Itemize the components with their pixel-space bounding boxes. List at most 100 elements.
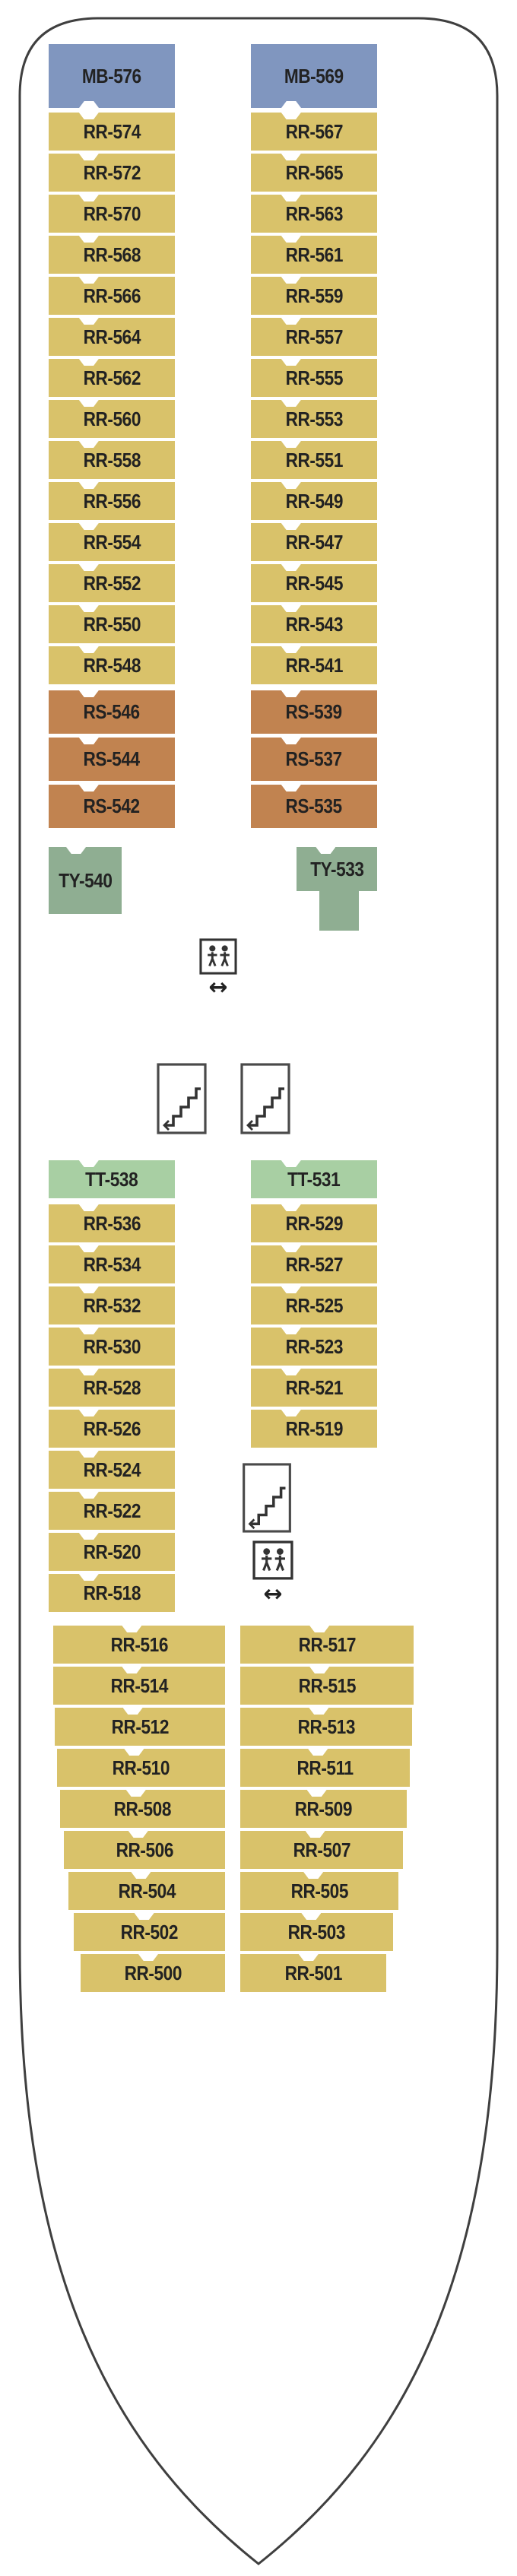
cabin-door-notch <box>281 154 301 160</box>
cabin-door-notch <box>78 605 99 612</box>
cabin-label: RR-518 <box>83 1581 141 1604</box>
cabin-door-notch <box>128 1831 148 1838</box>
cabin-door-notch <box>281 318 301 325</box>
cabin-label: RR-557 <box>285 325 343 348</box>
cabin-door-notch <box>281 1204 301 1211</box>
cabin-door-notch <box>281 400 301 407</box>
cabin-RR-503: RR-503 <box>240 1913 393 1951</box>
cabin-label: RR-501 <box>284 1961 342 1984</box>
cabin-RR-551: RR-551 <box>251 441 377 479</box>
cabin-RS-544: RS-544 <box>49 738 175 781</box>
cabin-RR-543: RR-543 <box>251 605 377 643</box>
cabin-door-notch <box>309 1708 329 1715</box>
cabin-label: RR-510 <box>112 1756 170 1779</box>
cabin-door-notch <box>78 113 99 119</box>
cabin-label: MB-576 <box>82 64 141 87</box>
cabin-RR-564: RR-564 <box>49 318 175 356</box>
double-arrow-icon: ↔ <box>208 974 228 1001</box>
cabin-RR-505: RR-505 <box>240 1872 398 1910</box>
cabin-RR-529: RR-529 <box>251 1204 377 1242</box>
cabin-door-notch <box>78 482 99 489</box>
cabin-RR-522: RR-522 <box>49 1492 175 1530</box>
cabin-label: RR-506 <box>116 1838 173 1861</box>
cabin-label: TT-531 <box>287 1167 341 1191</box>
cabin-door-notch <box>78 195 99 201</box>
cabin-RR-528: RR-528 <box>49 1369 175 1407</box>
cabin-label: RR-508 <box>113 1797 172 1820</box>
cabin-door-notch <box>78 1160 99 1167</box>
cabin-door-notch <box>78 1286 99 1293</box>
cabin-label: RR-507 <box>293 1838 350 1861</box>
cabin-RR-507: RR-507 <box>240 1831 403 1869</box>
cabin-label: TT-538 <box>85 1167 138 1191</box>
elevator-icon <box>252 1540 293 1580</box>
cabin-label: RR-552 <box>83 571 141 595</box>
cabin-RR-545: RR-545 <box>251 564 377 602</box>
cabin-RR-521: RR-521 <box>251 1369 377 1407</box>
cabin-RR-567: RR-567 <box>251 113 377 151</box>
stairs-icon <box>240 1063 290 1134</box>
cabin-RR-541: RR-541 <box>251 646 377 684</box>
cabin-label: RR-530 <box>83 1334 141 1358</box>
cabin-label: RR-561 <box>285 243 343 266</box>
cabin-RR-562: RR-562 <box>49 359 175 397</box>
cabin-RR-547: RR-547 <box>251 523 377 561</box>
cabin-RR-524: RR-524 <box>49 1451 175 1489</box>
cabin-door-notch <box>78 1369 99 1375</box>
stairs-icon <box>157 1063 207 1134</box>
cabin-door-notch <box>281 785 301 792</box>
cabin-door-notch <box>281 523 301 530</box>
cabin-RR-570: RR-570 <box>49 195 175 233</box>
cabin-door-notch <box>281 441 301 448</box>
cabin-label: RR-559 <box>285 284 343 307</box>
cabin-label: RR-551 <box>285 448 343 471</box>
cabin-RR-511: RR-511 <box>240 1749 410 1787</box>
cabin-label: RR-553 <box>285 407 343 430</box>
cabin-door-notch <box>281 101 301 108</box>
cabin-door-notch <box>78 738 99 744</box>
cabin-door-notch <box>138 1954 158 1961</box>
cabin-label: RR-536 <box>83 1211 141 1235</box>
cabin-door-notch <box>78 359 99 366</box>
cabin-RR-560: RR-560 <box>49 400 175 438</box>
cabin-door-notch <box>78 785 99 792</box>
cabin-label: RR-528 <box>83 1375 141 1399</box>
cabin-label: RR-560 <box>83 407 141 430</box>
cabin-RR-532: RR-532 <box>49 1286 175 1324</box>
cabin-RS-542: RS-542 <box>49 785 175 828</box>
cabin-door-notch <box>124 1749 144 1756</box>
cabin-label: RS-537 <box>285 747 343 770</box>
cabin-RR-558: RR-558 <box>49 441 175 479</box>
cabin-door-notch <box>78 1451 99 1458</box>
cabin-RR-530: RR-530 <box>49 1328 175 1366</box>
cabin-label: RR-548 <box>83 653 141 677</box>
cabin-door-notch <box>301 1913 322 1920</box>
cabin-door-notch <box>281 605 301 612</box>
cabin-label: RR-515 <box>298 1673 356 1697</box>
cabin-label: RR-527 <box>285 1252 343 1276</box>
cabin-label: RR-568 <box>83 243 141 266</box>
cabin-RR-561: RR-561 <box>251 236 377 274</box>
cabin-label: RR-556 <box>83 489 141 512</box>
cabin-RR-550: RR-550 <box>49 605 175 643</box>
cabin-RR-534: RR-534 <box>49 1245 175 1283</box>
cabin-label: RR-550 <box>83 612 141 636</box>
cabin-label: RR-517 <box>298 1632 356 1656</box>
cabin-door-notch <box>305 1831 325 1838</box>
cabin-door-notch <box>281 1369 301 1375</box>
cabin-TY-533-extension <box>319 890 359 931</box>
cabin-door-notch <box>298 1954 319 1961</box>
cabin-label: RR-554 <box>83 530 141 554</box>
cabin-label: RR-511 <box>297 1756 354 1779</box>
cabin-door-notch <box>78 1492 99 1499</box>
cabin-MB-576: MB-576 <box>49 44 175 108</box>
cabin-door-notch <box>281 359 301 366</box>
cabin-label: RR-545 <box>285 571 343 595</box>
cabin-RR-515: RR-515 <box>240 1667 414 1705</box>
cabin-door-notch <box>78 400 99 407</box>
cabin-door-notch <box>281 738 301 744</box>
cabin-RR-557: RR-557 <box>251 318 377 356</box>
cabin-door-notch <box>281 277 301 284</box>
cabin-label: RR-541 <box>285 653 343 677</box>
